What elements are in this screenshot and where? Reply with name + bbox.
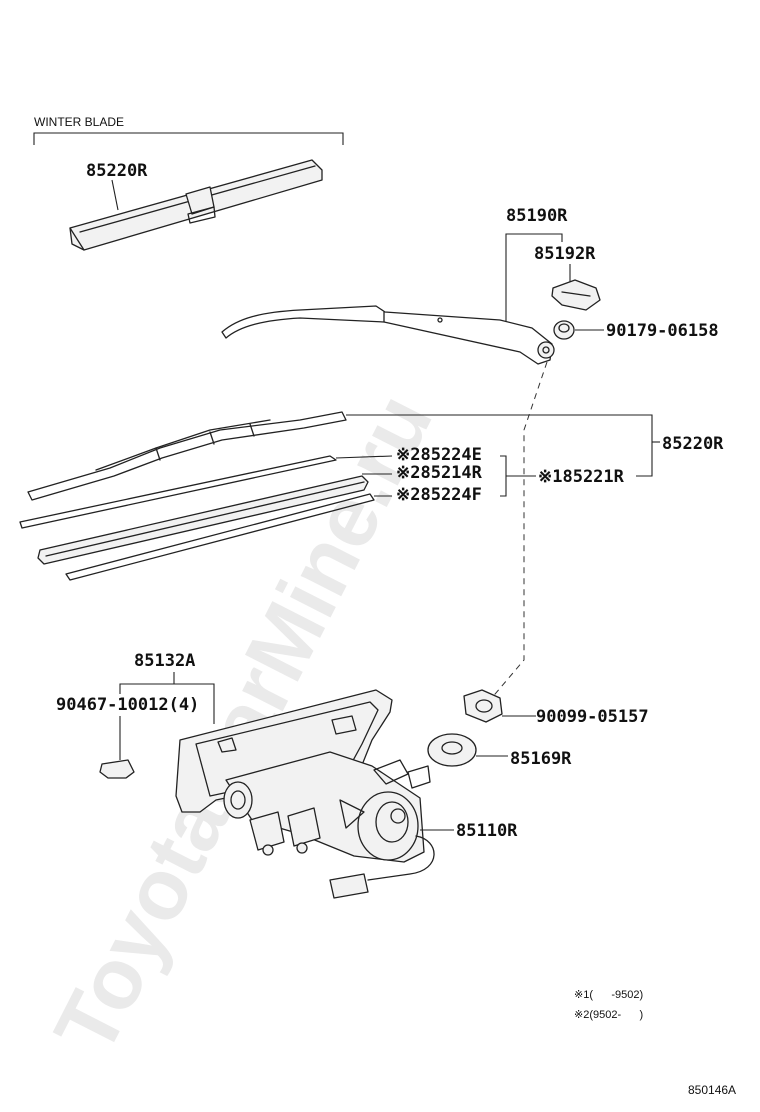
leader-winter-blade (111, 179, 119, 211)
label-arm-cap: 85192R (534, 244, 596, 264)
label-winter-blade: 85220R (86, 161, 148, 181)
leader-arm-assy (505, 233, 563, 322)
leader-rubber-group (500, 455, 536, 497)
label-motor: 85110R (456, 821, 518, 841)
blade-assy-part (27, 411, 347, 501)
rubber-e-part (19, 455, 337, 529)
rubber-f-part (65, 493, 375, 581)
footnote-1: ※1( -9502) (574, 989, 643, 1001)
label-blade-set: ※185221R (538, 467, 625, 487)
motor-wire-connector (329, 835, 435, 899)
wiper-arm-part (221, 305, 555, 365)
label-nut-cap-bolt: 90179-06158 (606, 321, 719, 341)
winter-blade-part (69, 159, 323, 251)
winter-blade-bracket-line (33, 132, 344, 145)
label-clip: 90467-10012(4) (56, 695, 199, 715)
label-rubber-e: ※285224E (396, 445, 482, 465)
rubber-r-part (37, 475, 369, 565)
nut-cap-part (553, 320, 575, 340)
winter-blade-heading: WINTER BLADE (34, 115, 124, 129)
arm-cap-part (551, 279, 601, 311)
leader-rubber-e (335, 455, 393, 459)
leader-blade-assy (346, 414, 653, 477)
label-washer: 85169R (510, 749, 572, 769)
label-arm-assy: 85190R (506, 206, 568, 226)
washer-part (427, 733, 477, 767)
footnote-2: ※2(9502- ) (574, 1009, 643, 1021)
label-rubber-f: ※285224F (396, 485, 482, 505)
pivot-dashed-line (489, 361, 548, 701)
clip-part (99, 759, 135, 779)
leader-bracket (119, 672, 215, 724)
nut-part (463, 689, 503, 723)
label-bracket: 85132A (134, 651, 195, 671)
figure-code: 850146A (688, 1083, 736, 1097)
motor-mechanism-part (223, 751, 431, 863)
label-blade-assy: 85220R (662, 434, 724, 454)
label-rubber-r: ※285214R (396, 463, 483, 483)
label-nut: 90099-05157 (536, 707, 649, 727)
